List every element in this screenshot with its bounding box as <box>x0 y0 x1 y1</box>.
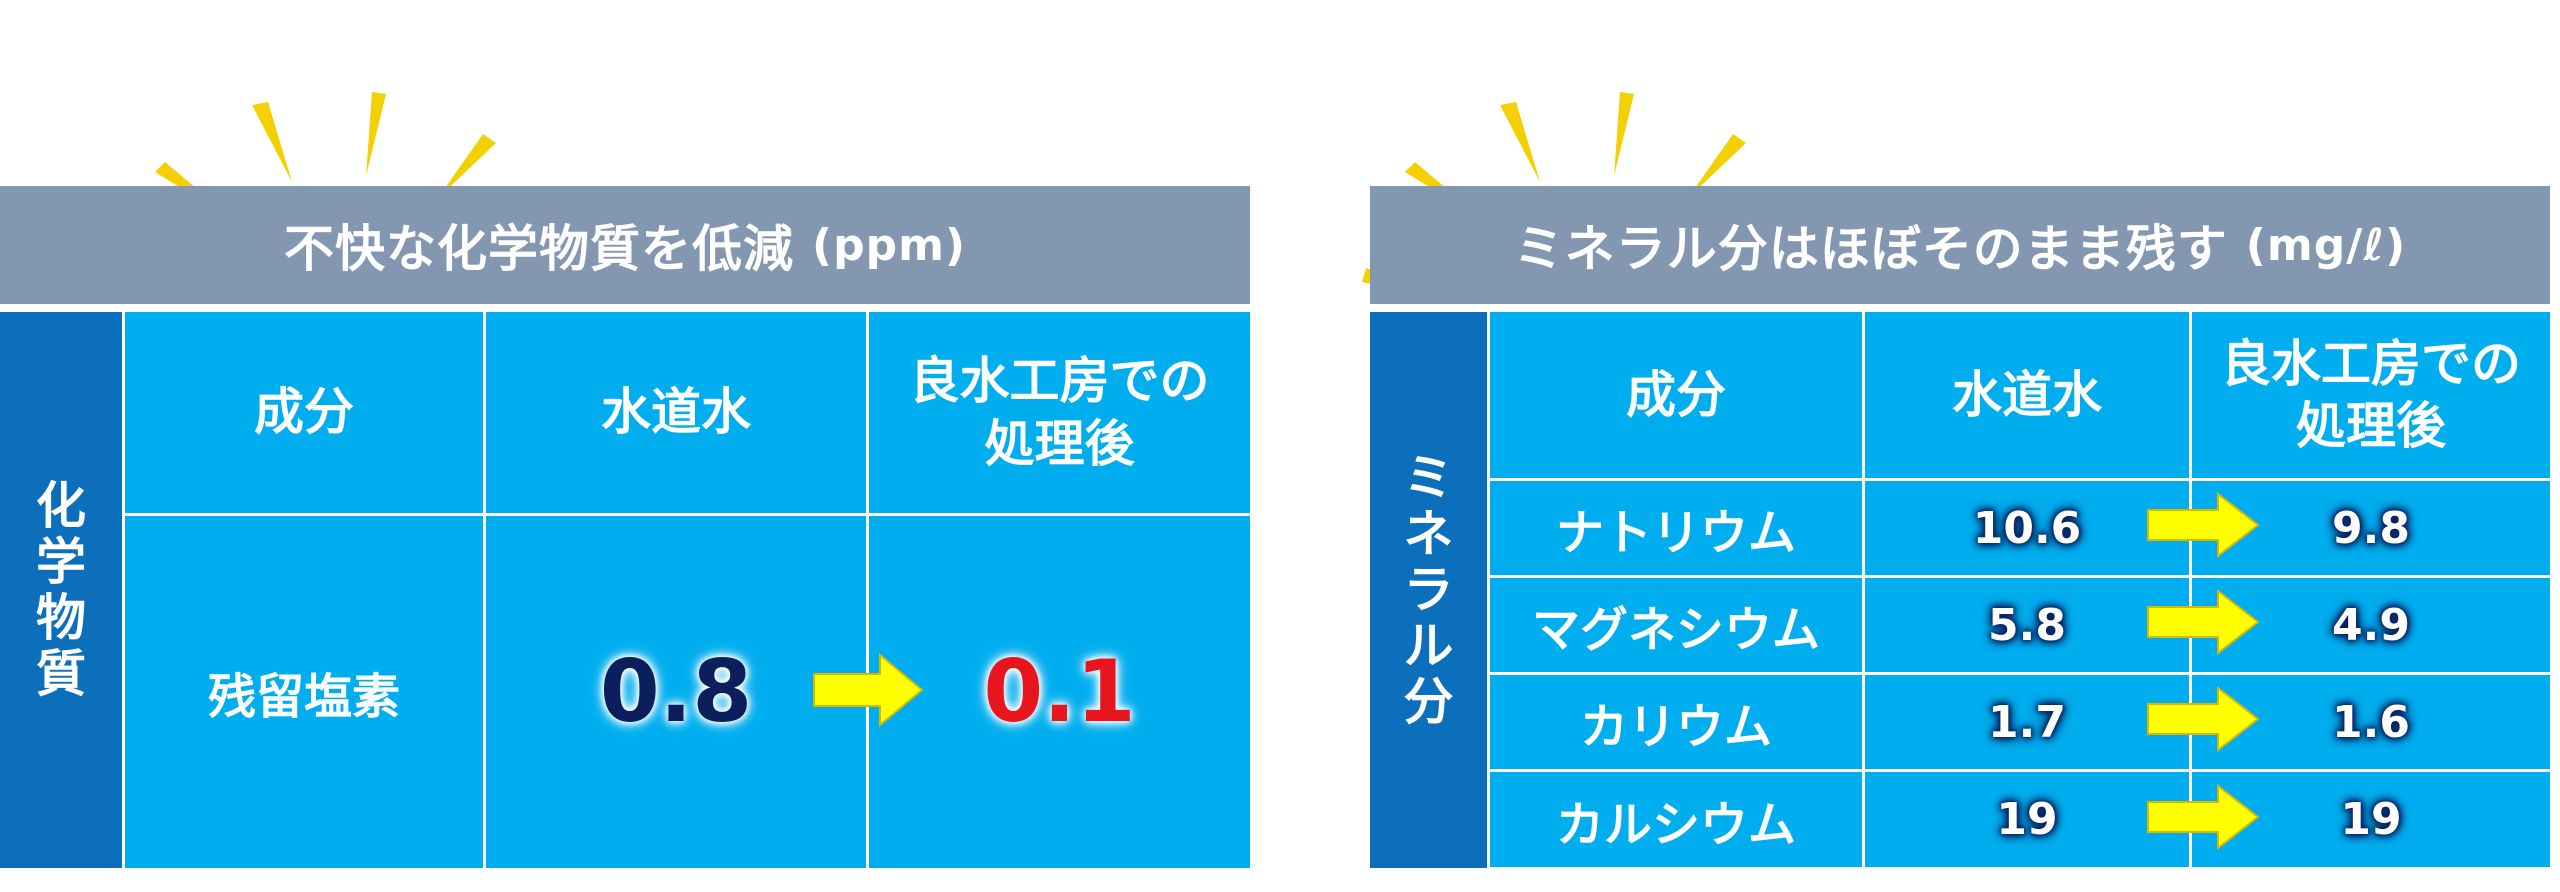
column-header-after-treatment-text: 良水工房での処理後 <box>909 352 1210 473</box>
tap-water-value: 5.8 <box>1865 578 2189 672</box>
column-header-tap-water: 水道水 <box>1865 312 2189 478</box>
vertical-text: ミネラル分 <box>1404 450 1454 730</box>
column-header-after-treatment: 良水工房での処理後 <box>2192 312 2550 478</box>
vertical-char: ミ <box>1403 449 1454 507</box>
tap-water-value: 0.8 <box>486 516 866 868</box>
column-header-after-treatment: 良水工房での処理後 <box>869 312 1250 513</box>
mineral-title: ミネラル分はほぼそのまま残す <box>1513 220 2228 278</box>
vertical-char: 物 <box>36 589 86 647</box>
vertical-char: 質 <box>36 645 86 703</box>
chemical-table: 成分 水道水 良水工房での処理後 残留塩素 0.8 0.1 <box>125 312 1250 868</box>
column-header-component: 成分 <box>1490 312 1862 478</box>
ray <box>366 92 386 176</box>
ray <box>1500 102 1540 182</box>
after-treatment-value: 0.1 <box>869 516 1250 868</box>
tap-water-value: 1.7 <box>1865 675 2189 769</box>
right-arrow-icon <box>2147 686 2260 752</box>
chemical-unit: (ppm) <box>811 219 967 271</box>
after-treatment-value: 4.9 <box>2192 578 2550 672</box>
mineral-unit: (mg/ℓ) <box>2245 219 2407 271</box>
right-arrow-icon <box>2147 589 2260 655</box>
mineral-header: ミネラル分はほぼそのまま残す (mg/ℓ) <box>1370 186 2550 304</box>
mineral-row-group-label: ミネラル分 <box>1370 312 1487 868</box>
vertical-char: 学 <box>36 533 86 591</box>
right-arrow-icon <box>813 652 924 728</box>
row-label-mineral: マグネシウム <box>1490 578 1862 672</box>
column-header-component: 成分 <box>125 312 483 513</box>
row-label-mineral: カリウム <box>1490 675 1862 769</box>
vertical-char: 分 <box>1403 673 1454 731</box>
vertical-text: 化学物質 <box>36 478 86 702</box>
chemical-title: 不快な化学物質を低減 <box>283 220 794 278</box>
chemical-panel: 不快な化学物質を低減 (ppm) 化学物質 成分 水道水 良水工房での処理後 残… <box>0 0 1250 892</box>
ray <box>252 102 292 182</box>
ray <box>438 134 496 198</box>
ray <box>1688 134 1746 198</box>
right-arrow-icon <box>2147 492 2260 558</box>
right-arrow-icon <box>2147 783 2260 850</box>
row-label-residual-chlorine: 残留塩素 <box>125 516 483 868</box>
chemical-row-group-label: 化学物質 <box>0 312 122 868</box>
column-header-after-treatment-text: 良水工房での処理後 <box>2221 334 2521 456</box>
tap-water-value: 10.6 <box>1865 481 2189 575</box>
vertical-char: ネ <box>1403 505 1454 563</box>
ray <box>1614 92 1634 176</box>
mineral-panel: ミネラル分はほぼそのまま残す (mg/ℓ) ミネラル分 成分 水道水 良水工房で… <box>1362 0 2550 892</box>
vertical-char: ル <box>1403 617 1454 675</box>
vertical-char: 化 <box>36 477 86 535</box>
column-header-tap-water: 水道水 <box>486 312 866 513</box>
row-label-mineral: カルシウム <box>1490 772 1862 867</box>
row-label-mineral: ナトリウム <box>1490 481 1862 575</box>
tap-water-value: 19 <box>1865 772 2189 867</box>
chemical-header: 不快な化学物質を低減 (ppm) <box>0 186 1250 304</box>
vertical-char: ラ <box>1403 561 1454 619</box>
